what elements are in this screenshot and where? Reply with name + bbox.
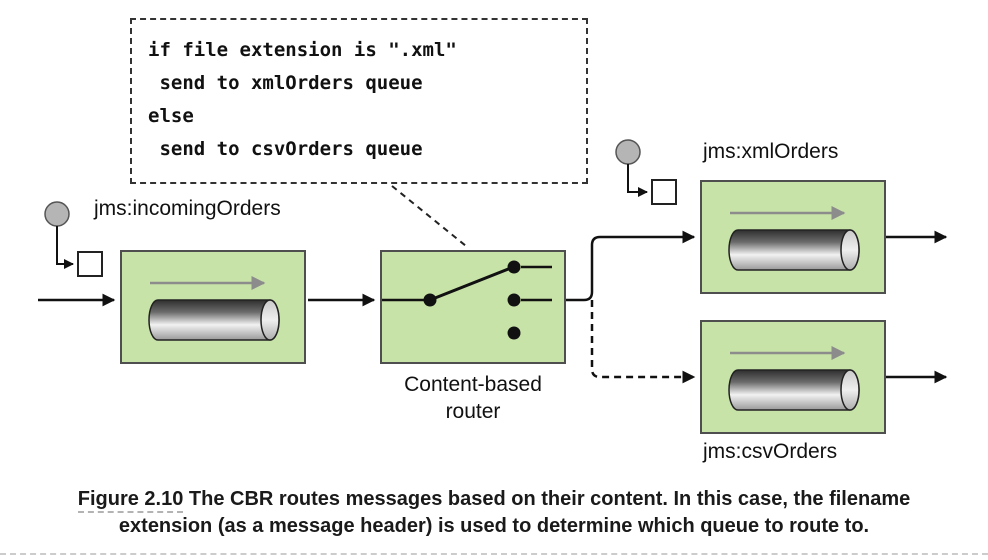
label-jms-csv-orders: jms:csvOrders [703,440,838,463]
node-jms-incoming-orders [120,250,306,364]
producer-icon-xmlorders [615,139,677,205]
wire-router-to-xmlorders [566,230,696,302]
label-jms-xml-orders: jms:xmlOrders [703,140,839,163]
code-line: send to csvOrders queue [148,138,423,160]
node-content-based-router [380,250,566,364]
message-square-icon [651,179,677,205]
routing-rule-note: if file extension is ".xml" send to xmlO… [130,18,588,184]
wire-router-to-csvorders [590,300,696,384]
producer-circle-icon [615,139,641,165]
page-bottom-dashed-rule [0,553,988,555]
figure-number-label: Figure 2.10 [77,488,184,513]
router-label-line1: Content-based [404,373,542,396]
producer-arrow [627,164,648,197]
label-jms-incoming-orders: jms:incomingOrders [94,197,281,220]
node-jms-csv-orders [700,320,886,434]
note-pointer-line [391,185,467,247]
code-line: if file extension is ".xml" [148,39,457,61]
node-jms-xml-orders [700,180,886,294]
producer-circle-icon [44,201,70,227]
producer-arrow [56,226,74,269]
figure-caption-text: The CBR routes messages based on their c… [118,488,911,537]
figure-caption: Figure 2.10 The CBR routes messages base… [0,486,988,540]
label-content-based-router: Content-based router [380,371,566,425]
code-line: else [148,105,194,127]
message-square-icon [77,251,103,277]
router-label-line2: router [445,400,501,423]
code-line: send to xmlOrders queue [148,72,423,94]
